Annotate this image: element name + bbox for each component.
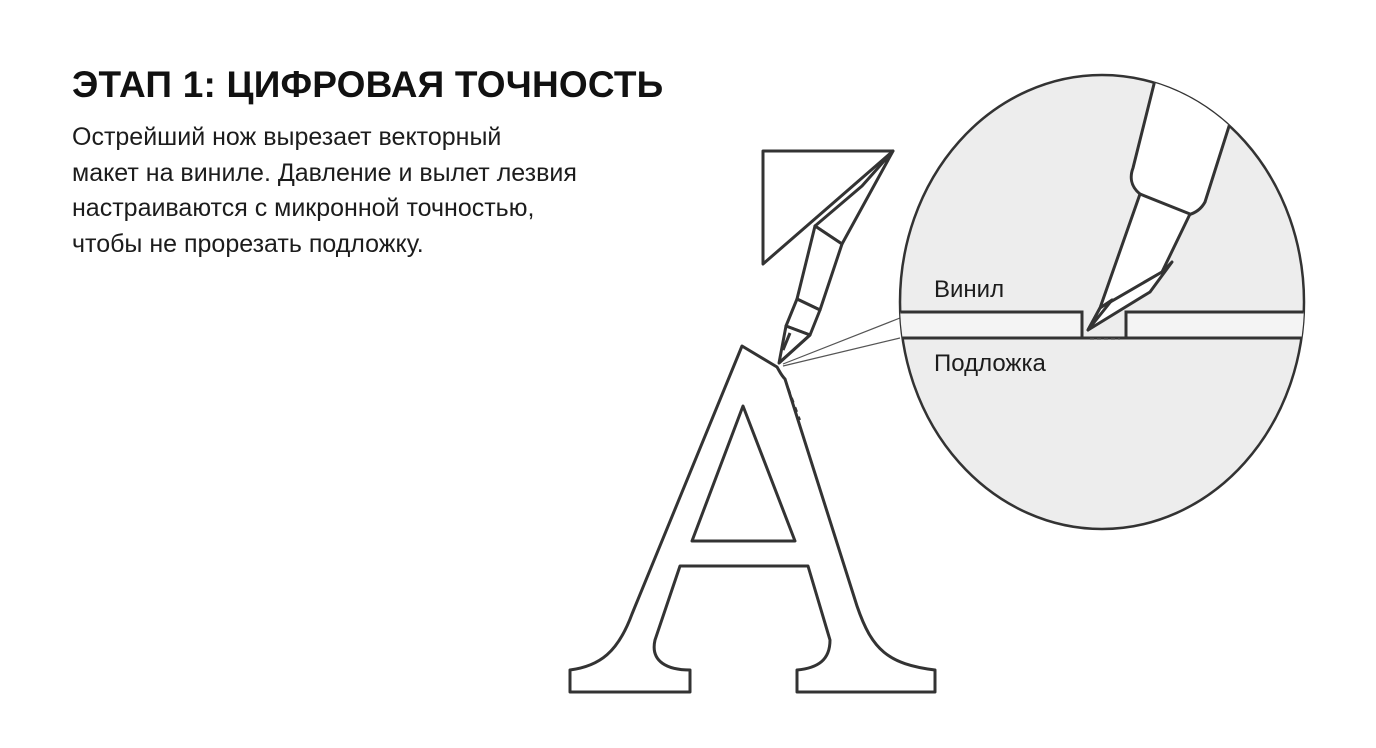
description-line-4: чтобы не прорезать подложку. (72, 229, 424, 258)
magnifier-circle: Винил Подложка (898, 73, 1306, 531)
letter-a-outline (568, 344, 937, 694)
cutting-knife (777, 149, 895, 365)
description-line-3: настраиваются с микронной точностью, (72, 194, 535, 222)
backing-label: Подложка (934, 350, 1047, 377)
step-title: ЭТАП 1: ЦИФРОВАЯ ТОЧНОСТЬ (72, 64, 664, 105)
vinyl-layer (900, 310, 1304, 340)
cut-path-dashed (784, 378, 801, 421)
description-line-1: Острейший нож вырезает векторный (72, 123, 502, 151)
zoom-connector (782, 317, 901, 367)
flag-triangle (761, 149, 895, 266)
vinyl-label: Винил (934, 276, 1004, 303)
step-description: Острейший нож вырезает векторный макет н… (72, 120, 712, 262)
description-line-2: макет на виниле. Давление и вылет лезвия (72, 158, 577, 187)
